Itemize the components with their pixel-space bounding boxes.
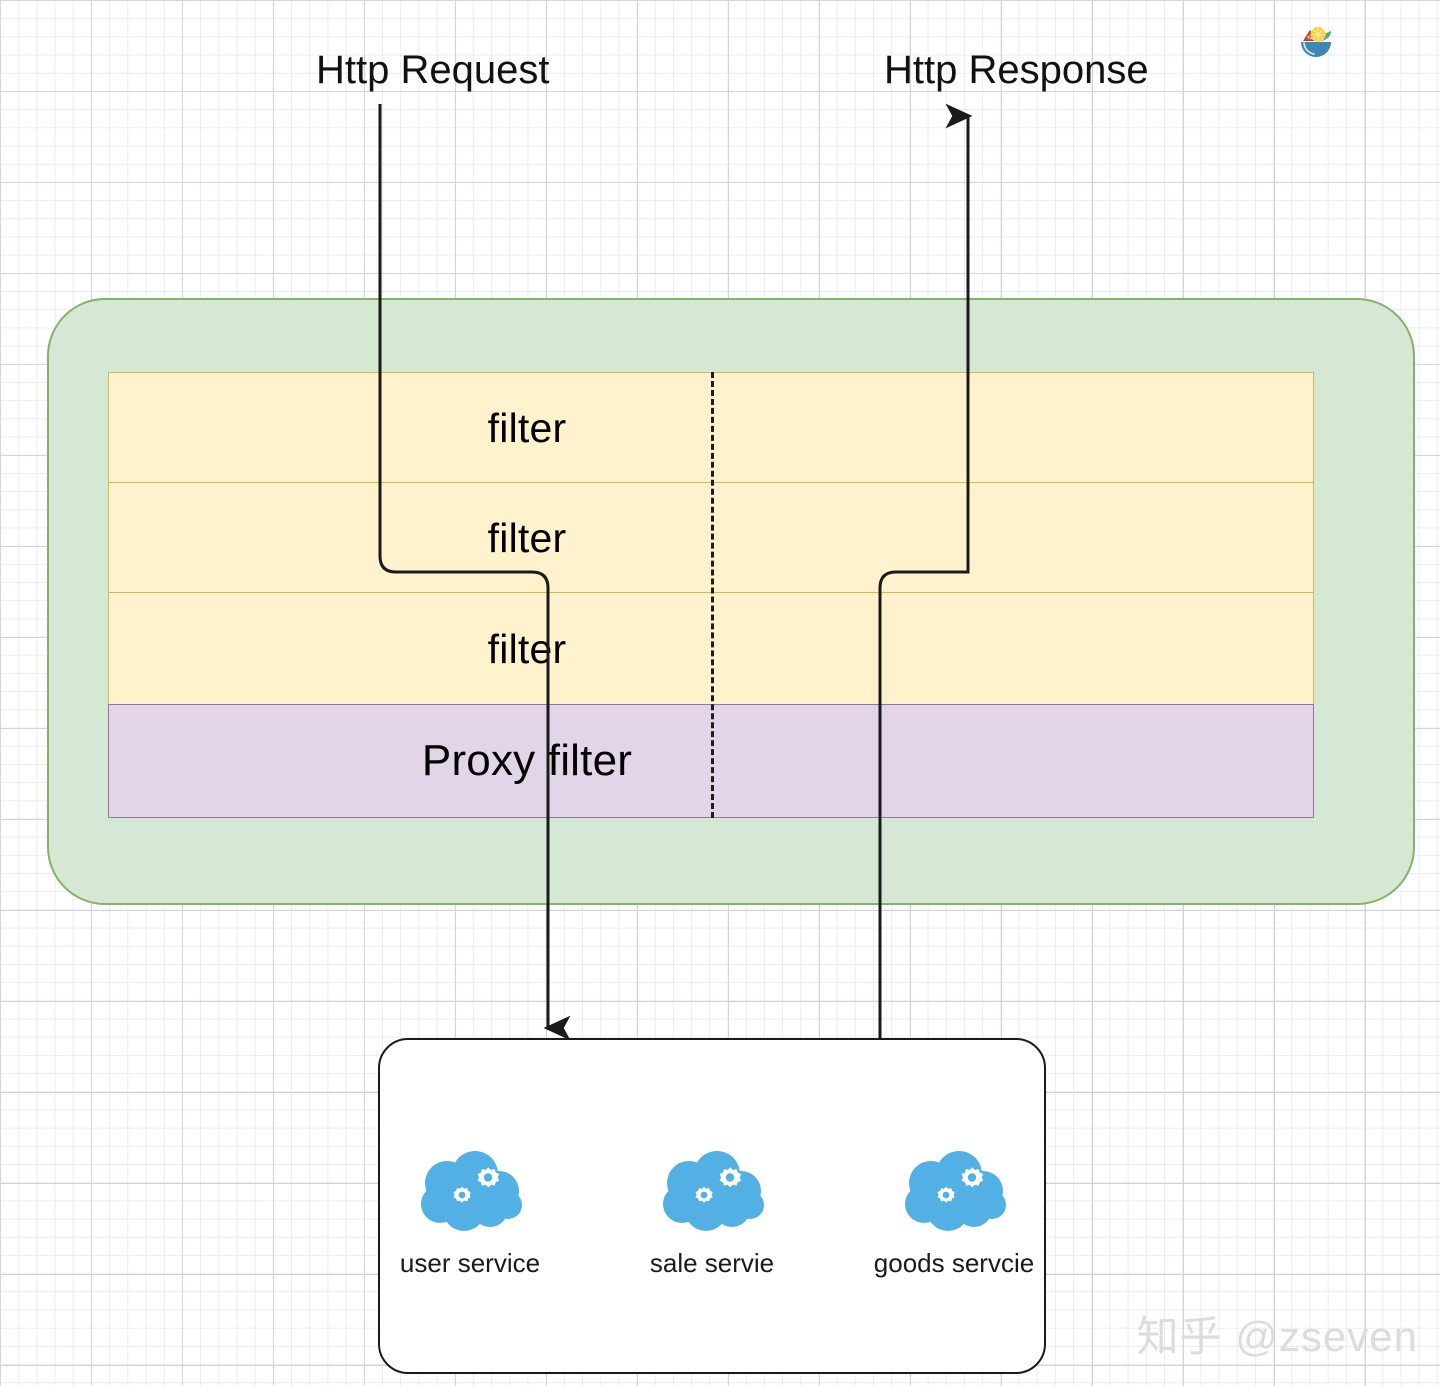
service-cluster-box: user service <box>378 1038 1046 1374</box>
proxy-filter-row-label: Proxy filter <box>421 736 633 785</box>
service-label: user service <box>399 1248 541 1278</box>
filter-row-label: filter <box>487 625 567 672</box>
service-item[interactable]: sale servie <box>627 1150 797 1276</box>
watermark: 知乎 @zseven <box>1136 1313 1418 1360</box>
service-item[interactable]: goods servcie <box>869 1150 1039 1276</box>
service-list: user service <box>380 1150 1044 1276</box>
service-item[interactable]: user service <box>385 1150 555 1276</box>
cloud-gears-icon <box>421 1151 522 1231</box>
service-label: goods servcie <box>873 1248 1035 1278</box>
filter-row-label: filter <box>487 514 567 561</box>
request-response-divider <box>711 372 714 818</box>
service-label: sale servie <box>649 1248 775 1278</box>
salad-bowl-icon <box>1301 27 1331 57</box>
filter-row-label: filter <box>487 404 567 451</box>
cloud-gears-icon <box>905 1151 1006 1231</box>
http-response-label: Http Response <box>884 48 1149 92</box>
http-request-label: Http Request <box>316 48 550 92</box>
cloud-gears-icon <box>663 1151 764 1231</box>
